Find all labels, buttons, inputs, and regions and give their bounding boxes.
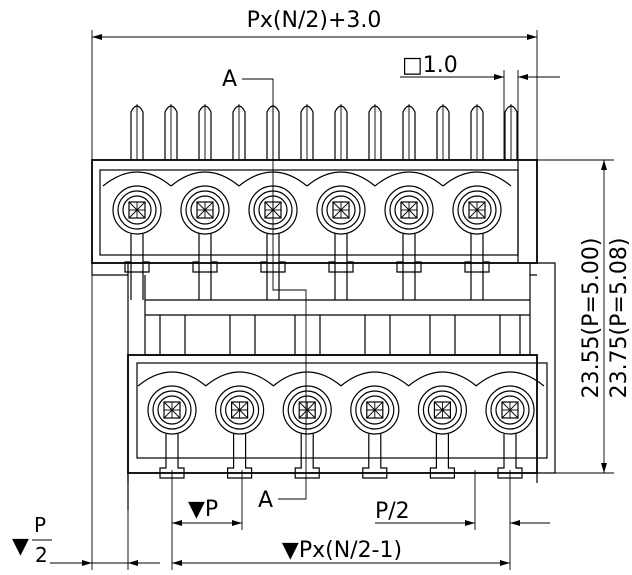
screw-terminal xyxy=(475,371,545,479)
bottom-width-label: ▼Px(N/2-1) xyxy=(282,538,402,563)
screw-terminal xyxy=(170,171,240,273)
top-width-label: Px(N/2)+3.0 xyxy=(247,8,382,33)
screw-terminal xyxy=(102,171,172,273)
pin-size-label: □1.0 xyxy=(402,53,458,78)
upper-housing xyxy=(91,159,556,474)
section-a-top: A xyxy=(222,67,274,104)
middle-ribs xyxy=(130,263,521,355)
screw-terminal xyxy=(205,371,274,479)
screw-terminal xyxy=(137,371,207,479)
pitch-label: ▼P xyxy=(188,497,218,522)
pin xyxy=(504,104,518,160)
upper-pins xyxy=(130,104,518,160)
section-a-top-label: A xyxy=(222,67,237,92)
top-width-dimension: Px(N/2)+3.0 xyxy=(91,8,538,570)
half-pitch-marker-num: P xyxy=(34,513,46,537)
lower-screws xyxy=(137,371,545,479)
screw-terminal xyxy=(408,371,477,479)
pin xyxy=(300,104,314,160)
section-a-bottom-label: A xyxy=(258,488,273,513)
screw-terminal xyxy=(442,171,512,273)
pin xyxy=(436,104,450,160)
pin xyxy=(368,104,382,160)
screw-terminal xyxy=(306,171,376,273)
height-label-1: 23.55(P=5.00) xyxy=(579,238,604,399)
upper-screws xyxy=(102,171,512,273)
pin xyxy=(402,104,416,160)
lower-housing xyxy=(127,354,548,483)
pin-size-callout: □1.0 xyxy=(400,53,560,160)
pin xyxy=(232,104,246,160)
half-pitch-label: P/2 xyxy=(375,499,410,524)
section-a-bottom: A xyxy=(258,104,307,513)
pin xyxy=(198,104,212,160)
pin xyxy=(164,104,178,160)
half-pitch-marker-arrow: ▼ xyxy=(12,534,29,559)
half-pitch-dimension: P/2 xyxy=(375,470,550,570)
screw-terminal xyxy=(272,371,342,479)
screw-terminal xyxy=(374,171,444,273)
left-half-pitch-marker: ▼ P 2 xyxy=(12,480,160,570)
bottom-width-dimension: ▼Px(N/2-1) xyxy=(172,538,510,566)
screw-terminal xyxy=(340,371,410,479)
height-dimension: 23.55(P=5.00) 23.75(P=5.08) xyxy=(537,159,632,474)
height-label-2: 23.75(P=5.08) xyxy=(607,238,632,399)
pin xyxy=(470,104,484,160)
pin xyxy=(130,104,144,160)
pin xyxy=(334,104,348,160)
half-pitch-marker-den: 2 xyxy=(35,543,48,567)
pitch-dimension: ▼P xyxy=(171,470,243,570)
